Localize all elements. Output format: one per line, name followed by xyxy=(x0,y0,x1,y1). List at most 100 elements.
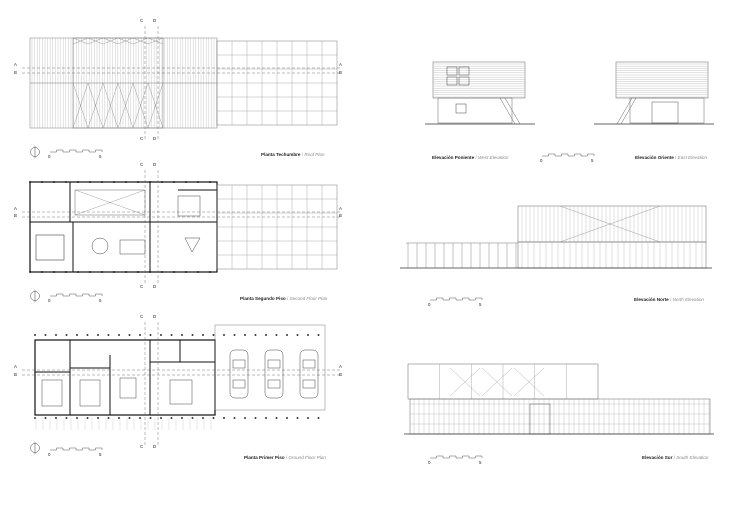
section-mark-b: B xyxy=(339,372,342,377)
parked-cars xyxy=(229,349,319,399)
scale-end: 5 xyxy=(591,158,594,163)
second-floor-plan xyxy=(22,170,340,284)
section-mark-c: C xyxy=(140,18,144,23)
section-mark-b: B xyxy=(14,70,17,75)
dining-table xyxy=(119,239,146,255)
round-table xyxy=(91,237,109,255)
roof-plan xyxy=(22,26,340,140)
north-upper-cladding xyxy=(521,206,703,242)
section-mark-c: C xyxy=(140,314,144,319)
bed-second-floor xyxy=(35,234,65,261)
east-siding xyxy=(616,63,708,98)
caption-title-en: South Elevation xyxy=(676,455,709,460)
caption-separator: / xyxy=(673,455,675,460)
section-mark-d: D xyxy=(153,314,157,319)
section-mark-d: D xyxy=(153,444,157,449)
caption-south-elevation: Elevación Sur / South Elevation xyxy=(642,455,708,460)
lounge-chair xyxy=(184,237,201,253)
section-mark-b: B xyxy=(14,213,17,218)
section-mark-a: A xyxy=(14,364,17,369)
caption-north-elevation: Elevación Norte / North Elevation xyxy=(634,297,704,302)
caption-separator: / xyxy=(670,297,672,302)
scale-end: 5 xyxy=(99,298,102,303)
north-arrow-ground xyxy=(30,442,40,454)
caption-title-en: North Elevation xyxy=(672,297,704,302)
bed-ground-2 xyxy=(79,379,101,407)
section-mark-c: C xyxy=(140,162,144,167)
caption-second-floor-plan: Planta Segundo Piso / Second Floor Plan xyxy=(240,296,327,301)
scale-start: 0 xyxy=(428,302,431,307)
section-mark-a: A xyxy=(339,364,342,369)
south-door xyxy=(529,403,551,435)
scale-start: 0 xyxy=(540,158,543,163)
south-lower-volume xyxy=(409,398,711,435)
scale-end: 5 xyxy=(99,154,102,159)
scale-bars xyxy=(50,149,595,459)
caption-east-elevation: Elevación Oriente / East Elevation xyxy=(635,155,707,160)
caption-separator: / xyxy=(675,155,677,160)
caption-title-en: East Elevation xyxy=(677,155,708,160)
roof-cross-bracing xyxy=(72,37,164,129)
section-mark-d: D xyxy=(153,162,157,167)
perimeter-columns-second xyxy=(29,181,211,273)
east-elevation xyxy=(594,61,714,125)
section-mark-b: B xyxy=(14,372,17,377)
section-mark-d: D xyxy=(153,284,157,289)
section-mark-a: A xyxy=(14,62,17,67)
carport-grid-second xyxy=(217,185,337,269)
caption-title-es: Elevación Sur xyxy=(642,455,673,460)
caption-separator: / xyxy=(475,155,477,160)
scale-end: 5 xyxy=(479,302,482,307)
scale-start: 0 xyxy=(48,298,51,303)
second-floor-walls xyxy=(30,182,217,272)
section-mark-d: D xyxy=(153,18,157,23)
section-mark-a: A xyxy=(339,206,342,211)
caption-title-es: Elevación Poniente xyxy=(432,155,475,160)
west-lower-volume xyxy=(437,97,513,124)
caption-title-en: Roof Plan xyxy=(304,152,325,157)
ground-floor-walls xyxy=(35,340,215,415)
carport-grid-roof xyxy=(217,41,337,125)
caption-separator: / xyxy=(285,455,288,460)
scale-start: 0 xyxy=(48,154,51,159)
second-floor-outline xyxy=(29,181,218,273)
desk xyxy=(119,377,137,399)
perimeter-columns-ground xyxy=(34,334,320,419)
north-arrow-second xyxy=(30,290,40,302)
caption-title-en: West Elevation xyxy=(477,155,509,160)
section-mark-c: C xyxy=(140,136,144,141)
west-siding xyxy=(433,63,525,98)
caption-title-es: Planta Primer Piso xyxy=(244,455,285,460)
ground-floor-stilts xyxy=(35,418,212,430)
bed-ground-3 xyxy=(169,379,193,405)
south-lower-cladding xyxy=(410,399,710,434)
north-carport-posts xyxy=(407,243,517,268)
caption-title-en: Ground Floor Plan xyxy=(288,455,326,460)
section-mark-a: A xyxy=(14,206,17,211)
caption-title-es: Planta Techumbre xyxy=(261,152,301,157)
caption-separator: / xyxy=(286,296,289,301)
north-elevation xyxy=(400,205,712,269)
west-elevation xyxy=(425,61,535,125)
carport-frame-ground xyxy=(214,324,326,411)
north-lower-cladding xyxy=(521,242,703,268)
caption-roof-plan: Planta Techumbre / Roof Plan xyxy=(261,152,325,157)
caption-title-es: Elevación Oriente xyxy=(635,155,674,160)
bed-ground-1 xyxy=(41,379,63,407)
scale-start: 0 xyxy=(48,452,51,457)
south-upper-frame xyxy=(439,364,567,399)
section-mark-b: B xyxy=(339,213,342,218)
ground-floor-plan xyxy=(22,322,340,445)
north-upper-volume xyxy=(517,205,707,243)
caption-title-es: Planta Segundo Piso xyxy=(240,296,286,301)
sofa xyxy=(177,195,201,217)
section-mark-c: C xyxy=(140,444,144,449)
scale-end: 5 xyxy=(99,452,102,457)
section-mark-c: C xyxy=(140,284,144,289)
section-mark-b: B xyxy=(339,70,342,75)
section-mark-d: D xyxy=(153,136,157,141)
east-door xyxy=(651,101,679,124)
caption-title-en: Second Floor Plan xyxy=(289,296,328,301)
